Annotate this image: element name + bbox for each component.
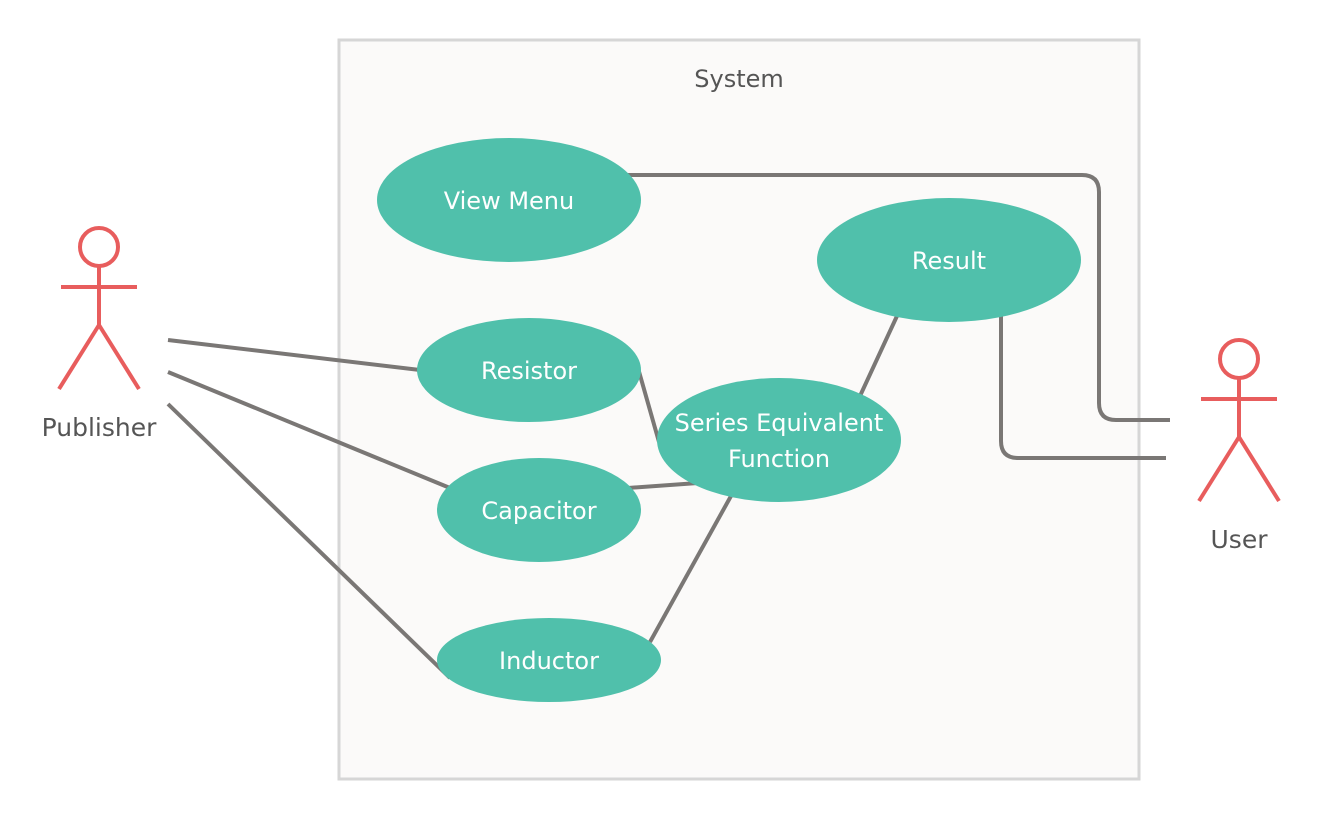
usecase-view-menu-label: View Menu: [444, 187, 574, 215]
usecase-result[interactable]: Result: [817, 198, 1081, 322]
usecase-resistor-label: Resistor: [481, 357, 577, 385]
actor-user-label: User: [1211, 525, 1269, 554]
system-title: System: [694, 65, 784, 93]
assoc-user-result: [999, 316, 1166, 460]
assoc-publisher-inductor: [166, 402, 452, 680]
usecase-series-shape: [657, 378, 901, 502]
assoc-inductor-series: [648, 495, 733, 643]
associations: [166, 173, 1170, 680]
actor-publisher[interactable]: Publisher: [42, 226, 157, 442]
usecase-series-label-line1: Series Equivalent: [675, 409, 884, 437]
usecase-resistor[interactable]: Resistor: [417, 318, 641, 422]
publisher-stick-figure-icon: [57, 226, 141, 391]
assoc-series-result: [858, 315, 899, 397]
usecase-inductor[interactable]: Inductor: [437, 618, 661, 702]
usecase-inductor-label: Inductor: [499, 647, 599, 675]
usecase-capacitor-label: Capacitor: [481, 497, 596, 525]
usecase-series-label-line2: Function: [728, 445, 830, 473]
usecase-inductor-shape: [437, 618, 661, 702]
assoc-capacitor-series: [627, 481, 699, 490]
user-stick-figure-icon: [1197, 338, 1281, 503]
assoc-resistor-series: [636, 367, 661, 443]
actor-user[interactable]: User: [1197, 338, 1281, 554]
usecase-view-menu-shape: [377, 138, 641, 262]
usecase-series-equivalent-function[interactable]: Series Equivalent Function: [657, 378, 901, 502]
usecase-capacitor[interactable]: Capacitor: [437, 458, 641, 562]
assoc-publisher-resistor: [167, 338, 421, 372]
actor-publisher-label: Publisher: [42, 413, 157, 442]
usecase-result-label: Result: [912, 247, 986, 275]
usecase-result-shape: [817, 198, 1081, 322]
usecase-view-menu[interactable]: View Menu: [377, 138, 641, 262]
assoc-user-view-menu: [625, 173, 1170, 422]
usecase-capacitor-shape: [437, 458, 641, 562]
assoc-publisher-capacitor: [167, 370, 451, 490]
usecase-resistor-shape: [417, 318, 641, 422]
